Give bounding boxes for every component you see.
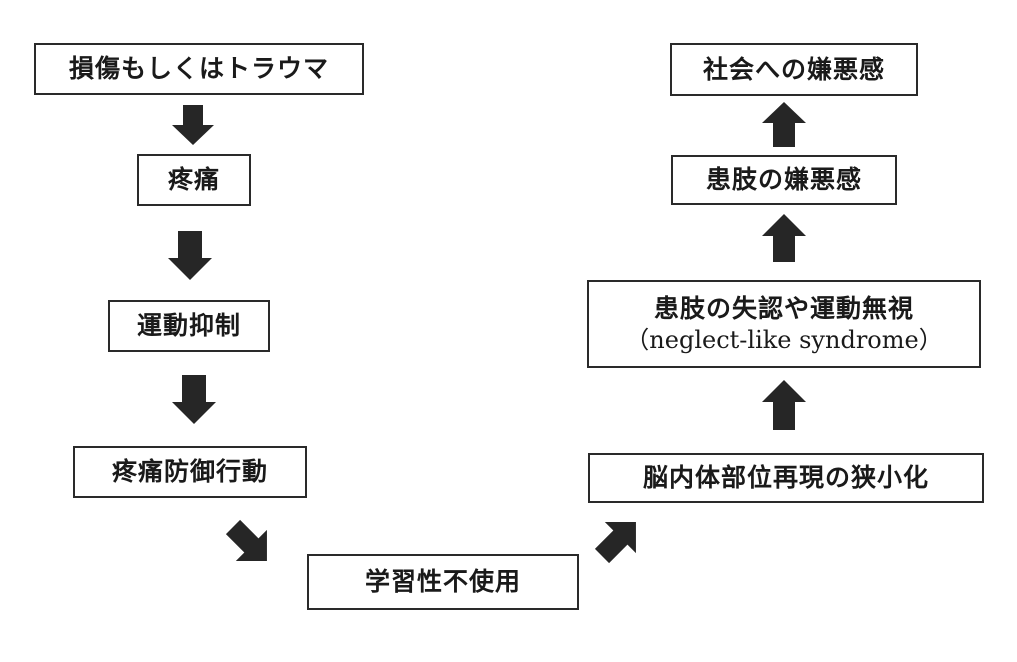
box-limb-aversion: 患肢の嫌悪感 [671, 155, 897, 205]
down-arrow-icon [168, 231, 212, 280]
box-pain: 疼痛 [137, 154, 251, 206]
box-limb-neglect-title: 患肢の失認や運動無視 [653, 294, 914, 324]
box-social-aversion: 社会への嫌悪感 [670, 43, 918, 96]
up-arrow-icon [762, 102, 806, 147]
box-somatotopic-shrinkage: 脳内体部位再現の狭小化 [588, 453, 984, 503]
up-arrow-icon [762, 214, 806, 262]
box-learned-nonuse: 学習性不使用 [307, 554, 579, 610]
box-pain-defense-behavior: 疼痛防御行動 [73, 446, 307, 498]
box-limb-neglect: 患肢の失認や運動無視 （neglect-like syndrome） [587, 280, 981, 368]
box-motor-inhibition: 運動抑制 [108, 300, 270, 352]
box-limb-neglect-subtitle: （neglect-like syndrome） [625, 325, 943, 354]
down-arrow-icon [172, 105, 214, 145]
diagonal-arrow-icon [225, 519, 267, 561]
diagonal-arrow-icon [594, 522, 636, 564]
down-arrow-icon [172, 375, 216, 424]
up-arrow-icon [762, 380, 806, 430]
box-injury-trauma: 損傷もしくはトラウマ [34, 43, 364, 95]
